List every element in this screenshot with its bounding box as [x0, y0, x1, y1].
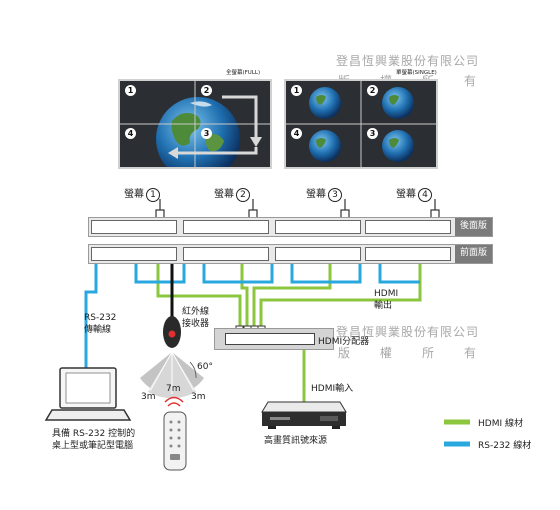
hdmi-output-label-line: 輸出 [374, 301, 393, 311]
remote-control-icon [163, 396, 187, 471]
front-panel-unit [91, 247, 177, 261]
ir-receiver-label: 紅外線 接收器 [182, 306, 209, 330]
rear-panel-row: 後面版 [88, 217, 493, 237]
ir-receiver-label-line: 接收器 [182, 319, 210, 329]
hdmi-output-label-line: HDMI [374, 289, 399, 299]
rs232-cable-label-line: RS-232 [84, 313, 117, 323]
watermark-char: 所 [422, 346, 436, 360]
panel-number: 3 [201, 128, 212, 139]
screen-label-text: 螢幕 [306, 189, 326, 200]
computer-label-line: 具備 RS-232 控制的 [52, 429, 136, 439]
legend-hdmi-label: HDMI 線材 [478, 419, 523, 429]
screen-number: 4 [418, 188, 432, 202]
panel-number: 3 [367, 128, 378, 139]
panel-number: 2 [201, 85, 212, 96]
angle-label: 60° [197, 362, 213, 372]
legend-rs232-label: RS-232 線材 [478, 441, 532, 451]
video-wall-full: 1 2 4 3 [118, 79, 272, 169]
front-panel-row: 前面版 [88, 244, 493, 264]
laptop-icon [44, 367, 132, 421]
rear-panel-unit [91, 220, 177, 234]
front-panel-label: 前面版 [455, 245, 492, 263]
hdmi-output-label: HDMI 輸出 [374, 288, 398, 312]
panel-number: 4 [291, 128, 302, 139]
panel-number: 2 [367, 85, 378, 96]
front-panel-unit [275, 247, 361, 261]
mode-single-label: 單螢幕(SINGLE) [396, 70, 437, 76]
watermark-char: 版 [338, 346, 352, 360]
ir-receiver-label-line: 紅外線 [182, 307, 210, 317]
rear-panel-unit [365, 220, 451, 234]
front-panel-unit [365, 247, 451, 261]
front-panel-unit [183, 247, 269, 261]
globe-full-image [120, 81, 270, 167]
screen-label-text: 螢幕 [124, 189, 144, 200]
rear-panel-unit [183, 220, 269, 234]
distance-left-label: 3m [141, 392, 156, 402]
panel-number: 1 [125, 85, 136, 96]
hdmi-splitter-body [225, 333, 315, 345]
watermark-company: 登昌恆興業股份有限公司 [336, 325, 480, 339]
watermark-char: 有 [464, 346, 478, 360]
screen-number: 3 [328, 188, 342, 202]
mode-full-label: 全螢幕(FULL) [226, 70, 261, 76]
rs232-cable-label-line: 傳輸線 [84, 325, 112, 335]
panel-number: 1 [291, 85, 302, 96]
rs232-cable-label: RS-232 傳輸線 [84, 312, 116, 336]
screen-number: 2 [236, 188, 250, 202]
globe-single-images [286, 81, 436, 167]
distance-center-label: 7m [166, 384, 181, 394]
distance-right-label: 3m [191, 392, 206, 402]
watermark-char: 權 [380, 346, 394, 360]
source-label: 高畫質訊號來源 [264, 436, 328, 446]
media-player-icon [261, 401, 347, 429]
watermark-char: 有 [464, 74, 478, 88]
rear-panel-label: 後面版 [455, 218, 492, 236]
panel-number: 4 [125, 128, 136, 139]
hdmi-splitter-box [214, 328, 334, 350]
hdmi-input-label: HDMI輸入 [311, 384, 354, 394]
rear-panel-unit [275, 220, 361, 234]
video-wall-single: 1 2 4 3 [284, 79, 438, 169]
computer-label: 具備 RS-232 控制的 桌上型或筆記型電腦 [52, 428, 135, 452]
computer-label-line: 桌上型或筆記型電腦 [52, 441, 134, 451]
screen-label-text: 螢幕 [396, 189, 416, 200]
screen-number: 1 [146, 188, 160, 202]
watermark-company: 登昌恆興業股份有限公司 [336, 54, 480, 68]
screen-label-text: 螢幕 [214, 189, 234, 200]
splitter-label: HDMI分配器 [318, 337, 370, 347]
